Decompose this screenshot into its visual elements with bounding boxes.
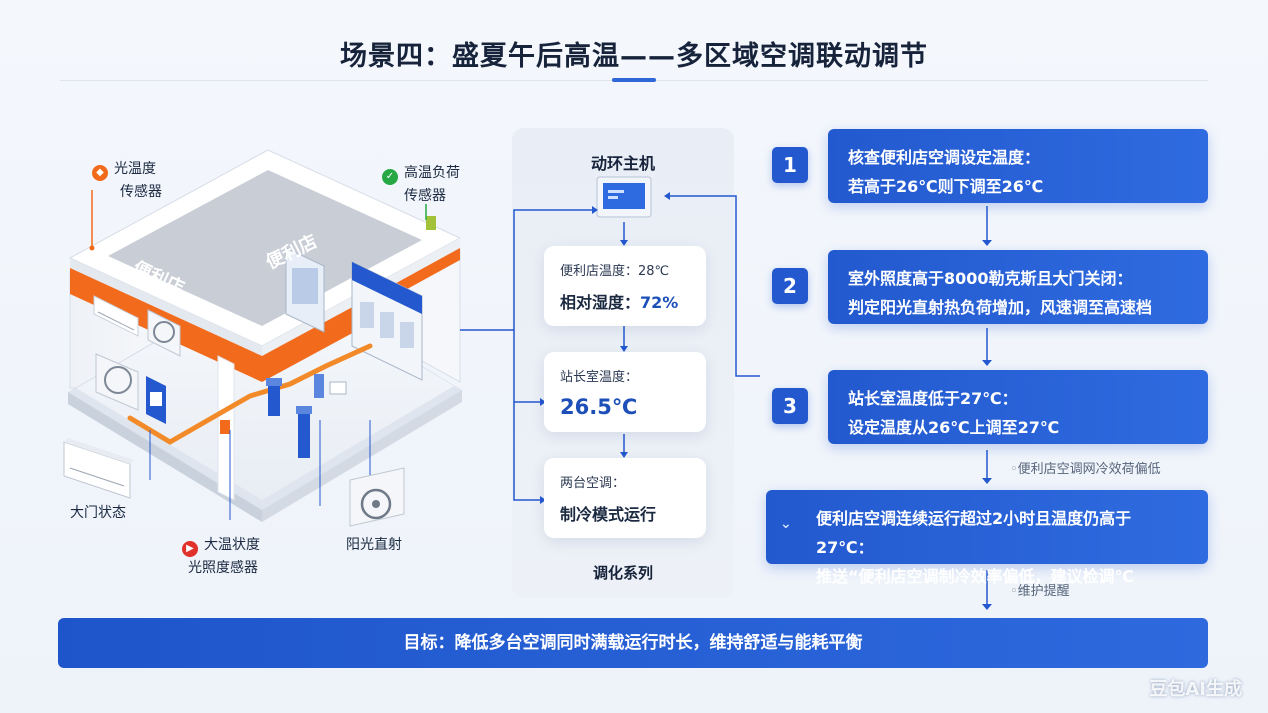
orange-fascia-right [262,304,358,382]
note-maintenance: ◦维护提醒 [1010,584,1070,599]
step-card-1: 核查便利店空调设定温度： 若高于26℃则下调至26℃ [828,129,1208,203]
step-card-3: 站长室温度低于27℃： 设定温度从26℃上调至27℃ [828,370,1208,444]
check-icon: ✓ [382,169,398,185]
alert-card: ⌄ 便利店空调连续运行超过2小时且温度仍高于27℃： 推送“便利店空调制冷效率偏… [766,490,1208,586]
door-panel [146,376,166,424]
display-fridge [285,247,325,333]
title-accent-bar [612,78,656,82]
label-sunlight: 阳光直射 [346,537,402,553]
system-label: 调化系列 [592,564,653,582]
page-title: 场景四：盛夏午后高温——多区域空调联动调节 [340,41,928,72]
loose-ac-outdoor-unit [349,467,405,527]
step-card-2: 室外照度高于8000勒克斯且大门关闭： 判定阳光直射热负荷增加，风速调至高速档 [828,250,1208,324]
blue-display-cabinet [351,261,423,381]
label-door-status: 大门状态 [70,505,126,521]
station-room-temp-card: 站长室温度： 26.5℃ [544,352,706,432]
green-sensor-box [426,216,436,230]
chevron-down-icon: ⌄ [780,516,792,532]
label-high-temp-load-sensor: ✓高温负荷 传感器 [382,162,460,207]
kiosk-4 [329,381,347,395]
indoor-climate-card: 便利店温度：28℃ 相对湿度：72% [544,246,706,326]
note-efficiency-low: ◦便利店空调网冷效荷偏低 [1010,462,1161,477]
ac-status-card: 两台空调： 制冷模式运行 [544,458,706,538]
label-temp-state: ▶大温状度 光照度感器 [182,534,260,579]
kiosk-1 [266,378,282,416]
loose-ac-indoor-unit [63,438,134,499]
host-title: 动环主机 [590,154,655,173]
kiosk-2 [296,406,312,458]
bullet-icon-2: ◦ [1010,584,1018,599]
wall-ac-unit-1 [93,295,139,337]
bullet-icon: ◦ [1010,462,1018,477]
kiosk-3 [314,374,324,398]
outdoor-unit-1 [147,309,181,357]
step-connectors [982,206,992,610]
label-light-temp-sensor: ◆光温度 传感器 [92,158,162,203]
monitor-icon [596,176,652,218]
orange-marker-icon: ◆ [92,165,108,181]
store-scene-illustration [63,149,462,527]
outdoor-unit-2 [95,353,139,411]
step-number-3: 3 [772,388,808,424]
play-icon: ▶ [182,541,198,557]
goal-banner: 目标：降低多台空调同时满载运行时长，维持舒适与能耗平衡 [58,618,1208,668]
center-connectors [460,192,760,504]
watermark: 豆包AI生成 [1149,679,1242,700]
step-number-1: 1 [772,147,808,183]
step-number-2: 2 [772,268,808,304]
